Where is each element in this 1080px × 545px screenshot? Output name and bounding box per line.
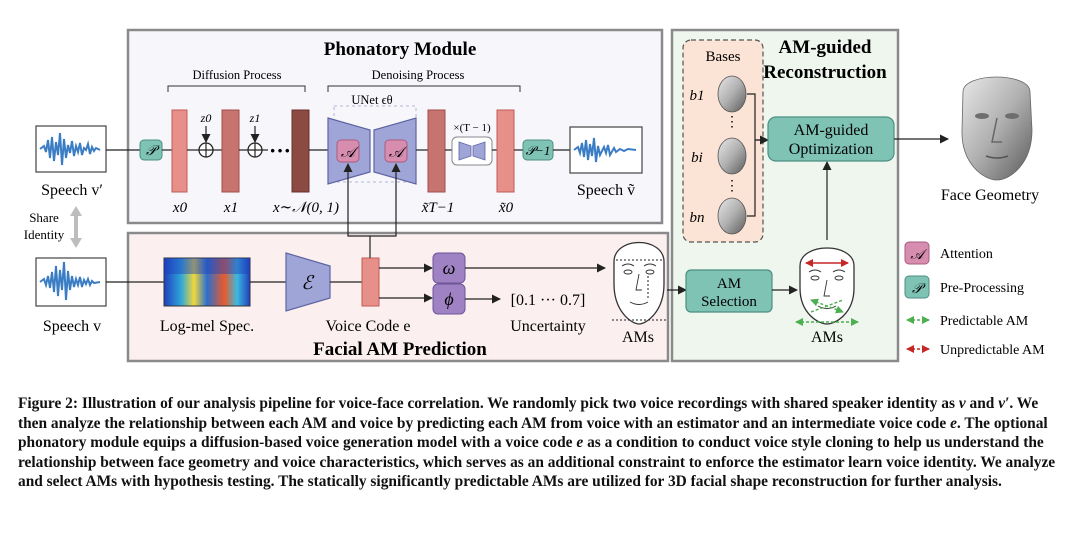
repeat-unet-box — [451, 136, 493, 166]
phi-symbol: ϕ — [444, 289, 453, 309]
diffusion-bracket — [167, 85, 306, 92]
legend-predictable-label: Predictable AM — [940, 314, 1029, 329]
am-guided-title-1: AM-guided — [779, 37, 872, 58]
repeat-unet-mini — [458, 141, 486, 161]
z0-label: z0 — [200, 111, 212, 125]
ams-face-sketch-left — [612, 242, 666, 325]
am-selection-label-1: AM — [717, 276, 741, 292]
bi-label: bi — [691, 150, 703, 166]
uncertainty-range: [0.1 ··· 0.7] — [511, 292, 586, 309]
caption-part2: . We then analyze the relationship betwe… — [18, 395, 1039, 432]
pipeline-diagram: Phonatory Module AM-guided Reconstructio… — [24, 28, 1045, 363]
speech-v-prime-label: Speech v′ — [41, 182, 103, 199]
am-selection-label-2: Selection — [701, 294, 757, 310]
basis-face-b1 — [717, 75, 747, 113]
denoising-bracket — [327, 85, 521, 92]
voice-code-label: Voice Code e — [325, 318, 410, 335]
basis-face-bn — [717, 197, 747, 235]
x0-label: x0 — [172, 200, 188, 216]
speech-v-tilde-waveform — [573, 137, 637, 163]
caption-v-prime: v′ — [998, 395, 1010, 412]
x0-block — [171, 109, 188, 193]
xt1-block — [427, 109, 446, 193]
optimization-label-2: Optimization — [789, 141, 873, 158]
am-selection-block — [685, 269, 773, 313]
omega-symbol: ω — [443, 258, 456, 278]
ams-face-sketch-right — [795, 247, 859, 326]
b1-label: b1 — [690, 88, 705, 104]
xt1-label: x̃T−1 — [421, 200, 455, 216]
ams-right-label: AMs — [811, 329, 843, 346]
caption-e2: e — [576, 434, 584, 452]
voice-code-condition-arrow — [343, 163, 371, 258]
legend-preprocess-label: Pre-Processing — [940, 281, 1024, 296]
attention-block-left — [336, 139, 360, 163]
figure-caption: Figure 2: Illustration of our analysis p… — [18, 394, 1068, 492]
caption-part3: . The optional phonatory module equips a… — [18, 414, 1048, 452]
face-geometry-render — [961, 76, 1033, 181]
encoder-symbol: ℰ — [301, 273, 315, 294]
speech-v-label: Speech v — [43, 318, 101, 335]
am-guided-title-2: Reconstruction — [763, 62, 887, 83]
x1-block — [221, 109, 240, 193]
bn-label: bn — [690, 210, 705, 226]
xn-label: x∼𝒩(0, 1) — [272, 200, 339, 216]
x1-label: x1 — [223, 200, 238, 216]
share-identity-arrow — [70, 206, 82, 248]
repeat-label: ×(T − 1) — [453, 122, 491, 134]
caption-v: v — [958, 395, 966, 412]
diffusion-process-label: Diffusion Process — [192, 68, 281, 82]
legend-attention-symbol: 𝒜 — [910, 248, 927, 263]
dots-lower: ⋮ — [725, 179, 739, 194]
optimization-label-1: AM-guided — [794, 122, 869, 139]
face-geometry-label: Face Geometry — [941, 187, 1039, 204]
ellipsis: ··· — [269, 138, 291, 163]
speech-v-waveform — [39, 261, 101, 301]
phonatory-module-title: Phonatory Module — [324, 39, 477, 60]
legend-preprocess-swatch — [904, 275, 930, 299]
caption-and: and — [969, 395, 995, 412]
facial-am-prediction-title: Facial AM Prediction — [313, 339, 487, 360]
denoising-process-label: Denoising Process — [372, 68, 465, 82]
dots-upper: ⋮ — [725, 115, 739, 130]
xt0-label: x̃0 — [498, 200, 514, 216]
xn-block — [291, 109, 310, 193]
caption-part4: as a condition to conduct voice style cl… — [18, 434, 1056, 491]
legend-unpredictable-label: Unpredictable AM — [940, 343, 1045, 358]
inverse-preprocess-symbol: 𝒫−1 — [526, 143, 551, 158]
voice-code-block — [361, 257, 380, 307]
speech-v-prime-waveform — [39, 132, 101, 166]
ams-left-label: AMs — [622, 329, 654, 346]
voice-encoder — [285, 252, 331, 312]
log-mel-spectrogram — [163, 257, 251, 307]
uncertainty-label: Uncertainty — [510, 318, 586, 335]
share-identity-label-1: Share — [29, 210, 59, 225]
unet-label: UNet ϵθ — [351, 93, 392, 107]
basis-face-bi — [717, 137, 747, 175]
log-mel-label: Log-mel Spec. — [160, 318, 254, 335]
caption-e1: e — [950, 414, 957, 432]
legend-attention-swatch — [904, 241, 930, 265]
speech-v-tilde-label: Speech ṽ — [577, 182, 635, 199]
bases-label: Bases — [706, 49, 741, 65]
attention-block-right — [384, 139, 408, 163]
legend-attention-label: Attention — [940, 247, 993, 262]
caption-title: Figure 2: Illustration of our analysis p… — [18, 395, 955, 412]
share-identity-label-2: Identity — [24, 227, 65, 242]
xt0-block — [496, 109, 515, 193]
z1-label: z1 — [249, 111, 261, 125]
